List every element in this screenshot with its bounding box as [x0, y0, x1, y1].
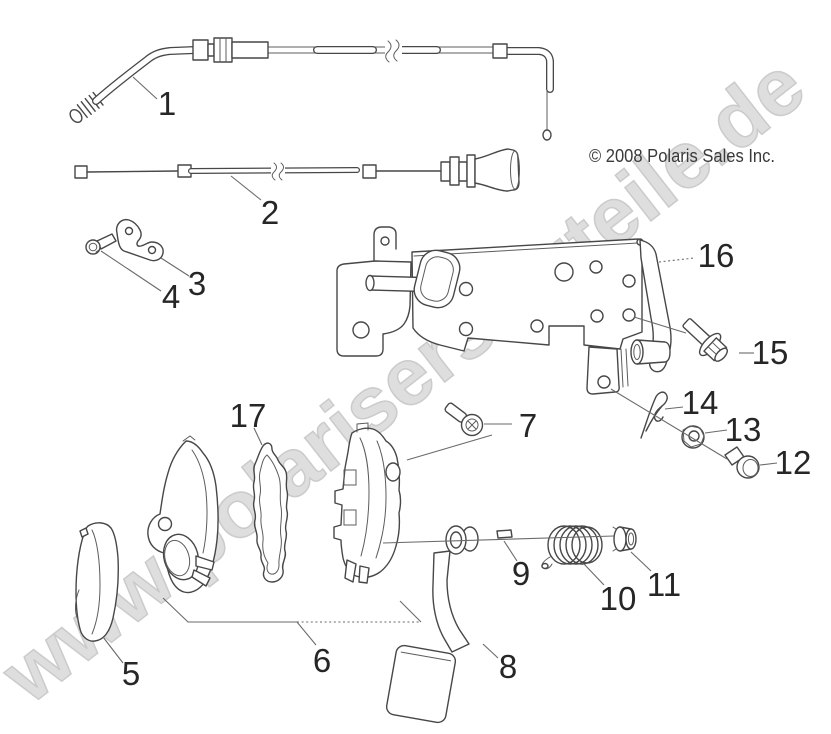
- part-hairpin-clip: [640, 391, 668, 439]
- callout-15: 15: [752, 334, 789, 371]
- part-lock-nut: [681, 425, 705, 449]
- part-roll-pin: [496, 529, 513, 539]
- part-gasket: [252, 442, 289, 583]
- part-cable-clamp-bracket: [115, 218, 164, 262]
- part-housing-left-half: [147, 435, 219, 594]
- part-flange-bolt: [682, 318, 728, 362]
- part-screw: [444, 402, 484, 437]
- part-choke-cable: [74, 148, 520, 192]
- callout-17: 17: [230, 397, 267, 434]
- callout-16: 16: [698, 237, 735, 274]
- part-flange-nut: [612, 526, 637, 552]
- leader-line-15-pointer: [633, 316, 687, 334]
- callout-6: 6: [313, 642, 331, 679]
- leader-line-6-riser: [399, 600, 422, 623]
- part-return-spring: [541, 525, 603, 570]
- callout-1: 1: [158, 85, 176, 122]
- callout-3: 3: [188, 265, 206, 302]
- callout-2: 2: [261, 194, 279, 231]
- leader-line-4: [100, 250, 162, 292]
- callout-labels: 1 2 3 4 5 6 7 8 9 10 11 12 13 14 15 16 1…: [122, 85, 812, 692]
- watermark-text: www.polarisersatzteile.de: [0, 40, 821, 720]
- leader-line-11: [630, 551, 652, 572]
- callout-12: 12: [775, 444, 812, 481]
- leader-line-14: [664, 406, 684, 410]
- leader-line-12: [759, 462, 778, 466]
- leader-line-17: [253, 427, 263, 446]
- axis-line-pedal: [382, 535, 615, 544]
- leader-line-7-pointer: [406, 434, 493, 461]
- callout-7: 7: [519, 407, 537, 444]
- part-throttle-cable: [69, 37, 554, 141]
- callout-5: 5: [122, 655, 140, 692]
- leader-line-8: [482, 643, 499, 659]
- callout-14: 14: [682, 384, 719, 421]
- part-pivot-bolt: [724, 446, 760, 479]
- axis-line-fasteners: [610, 388, 728, 460]
- callout-4: 4: [162, 278, 180, 315]
- leader-line-16: [658, 257, 695, 263]
- callout-10: 10: [600, 580, 637, 617]
- leader-lines: [100, 76, 778, 664]
- leader-line-9: [503, 540, 518, 562]
- callout-9: 9: [512, 555, 530, 592]
- callout-13: 13: [725, 411, 762, 448]
- part-clamp-bolt: [85, 233, 117, 255]
- part-pedal-arm: [385, 525, 479, 724]
- copyright-notice: © 2008 Polaris Sales Inc.: [589, 146, 775, 166]
- leader-line-1: [132, 76, 158, 100]
- leader-line-2: [230, 175, 262, 201]
- leader-line-3: [160, 257, 190, 277]
- leader-line-10: [583, 563, 605, 586]
- leader-line-5: [102, 636, 124, 664]
- part-mounting-bracket: [336, 226, 672, 395]
- leader-line-13: [704, 429, 728, 434]
- leader-line-6: [162, 597, 317, 646]
- callout-11: 11: [647, 566, 681, 603]
- part-housing-right-half: [333, 422, 402, 584]
- part-pedal-cover: [75, 522, 119, 642]
- callout-8: 8: [499, 648, 517, 685]
